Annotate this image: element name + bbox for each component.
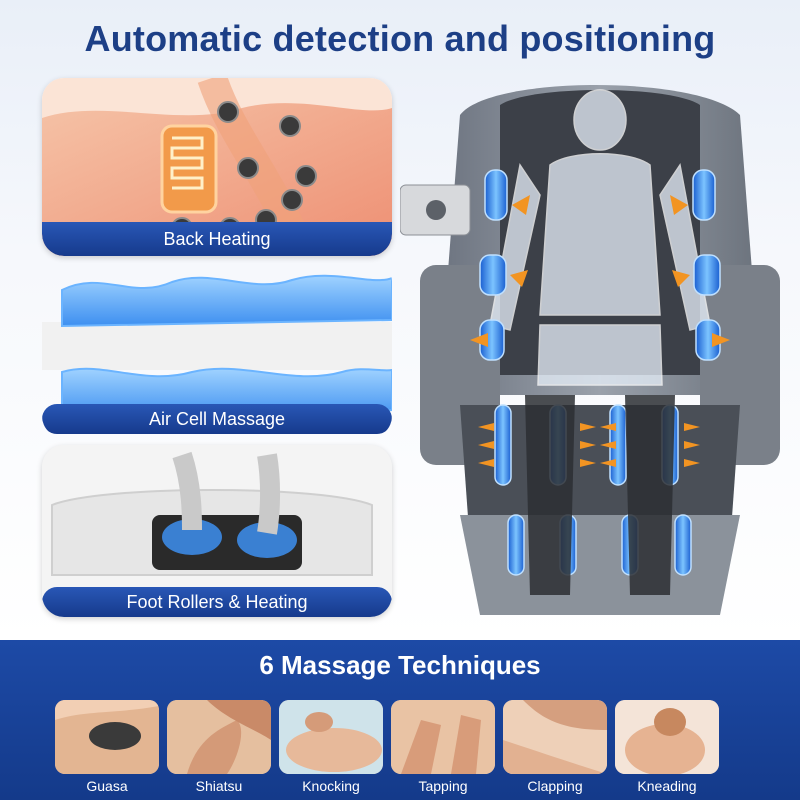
shiatsu-photo	[167, 700, 271, 774]
foot-rollers-card: Foot Rollers & Heating	[42, 445, 392, 617]
back-heating-image	[42, 78, 392, 256]
guasa-label: Guasa	[86, 778, 128, 794]
clapping-photo	[503, 700, 607, 774]
techniques-title: 6 Massage Techniques	[259, 650, 541, 680]
technique-knocking: Knocking	[276, 700, 386, 800]
clapping-label: Clapping	[527, 778, 583, 794]
kneading-label: Kneading	[637, 778, 697, 794]
page-headline: Automatic detection and positioning	[84, 18, 716, 59]
shiatsu-label: Shiatsu	[195, 778, 243, 794]
technique-shiatsu: Shiatsu	[164, 700, 274, 800]
tapping-photo	[391, 700, 495, 774]
back-heating-label: Back Heating	[42, 222, 392, 256]
technique-kneading: Kneading	[612, 700, 722, 800]
knocking-label: Knocking	[302, 778, 360, 794]
technique-clapping: Clapping	[500, 700, 610, 800]
technique-guasa: Guasa	[52, 700, 162, 800]
back-heating-card: Back Heating	[42, 78, 392, 256]
air-cell-label: Air Cell Massage	[42, 404, 392, 434]
massage-chair-image	[399, 85, 780, 615]
technique-tapping: Tapping	[388, 700, 498, 800]
massage-chair-illustration	[399, 75, 800, 635]
tapping-label: Tapping	[418, 778, 468, 794]
foot-rollers-label: Foot Rollers & Heating	[42, 587, 392, 617]
air-cell-card: Air Cell Massage	[42, 260, 392, 438]
knocking-photo	[279, 700, 383, 774]
guasa-photo	[55, 700, 159, 774]
kneading-photo	[615, 700, 719, 774]
